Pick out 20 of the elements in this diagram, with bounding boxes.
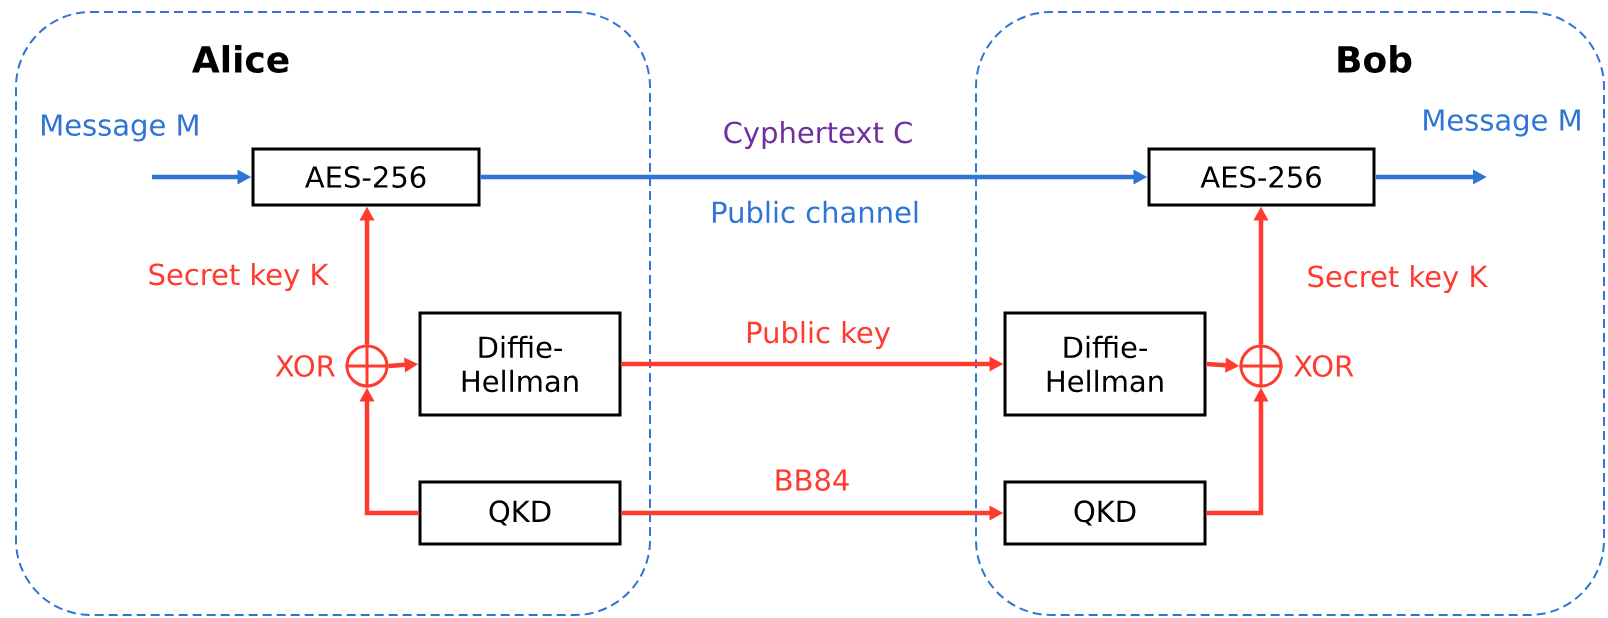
edge-label: Public key xyxy=(743,318,893,351)
process-box: QKD xyxy=(418,480,622,546)
xor-symbol xyxy=(344,343,390,389)
process-box: QKD xyxy=(1003,480,1207,546)
edge-label: BB84 xyxy=(771,467,853,493)
edge-label: Secret key K xyxy=(145,260,331,293)
edge-label: Secret key K xyxy=(1304,262,1490,295)
process-box: AES-256 xyxy=(251,147,481,207)
side-label: XOR xyxy=(1294,355,1354,377)
side-label: XOR xyxy=(275,355,335,377)
edge-label: Message M xyxy=(1419,107,1585,139)
channel-label: Public channel xyxy=(708,198,922,226)
process-box: Diffie-Hellman xyxy=(1003,311,1207,417)
heading: Alice xyxy=(192,45,289,73)
heading: Bob xyxy=(1338,45,1412,73)
edge-label: Message M xyxy=(37,112,203,144)
edge-label: Cyphertext C xyxy=(720,118,916,151)
process-box: AES-256 xyxy=(1147,147,1376,207)
xor-symbol xyxy=(1238,343,1284,389)
process-box: Diffie-Hellman xyxy=(418,311,622,417)
